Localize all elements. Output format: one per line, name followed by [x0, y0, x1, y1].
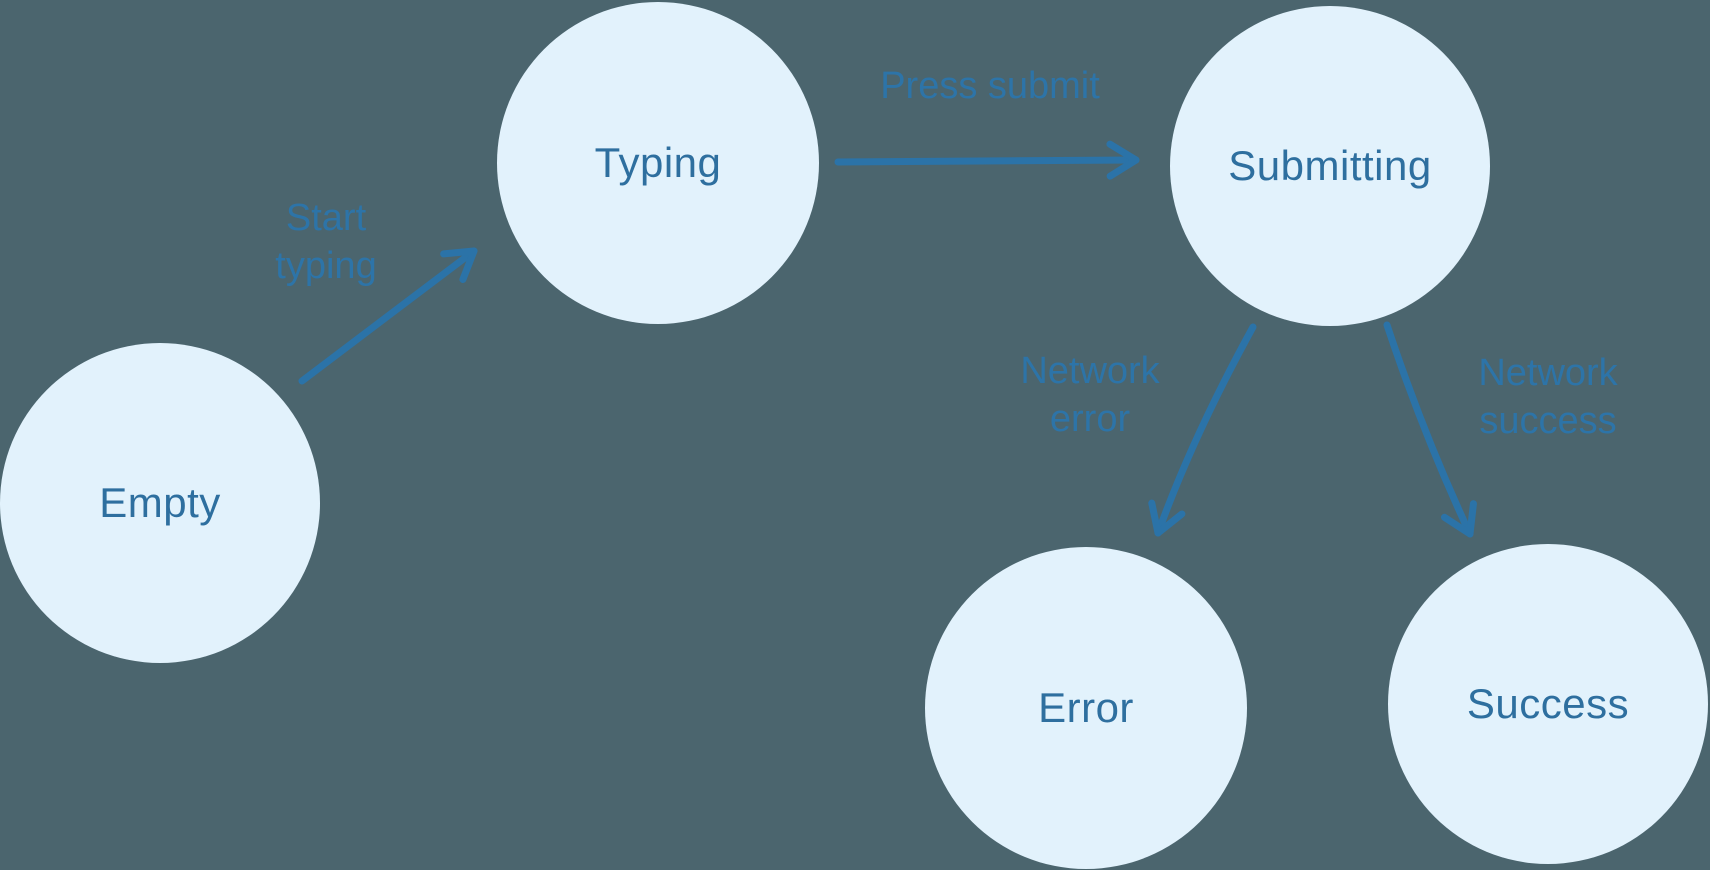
- state-node-success-label: Success: [1466, 680, 1630, 727]
- state-node-typing: Typing: [497, 2, 819, 324]
- edge-label-network-success-line1: Network: [1478, 352, 1618, 394]
- edge-label-start-typing-line2: typing: [275, 245, 377, 287]
- edge-label-network-success-line2: success: [1479, 400, 1617, 442]
- state-node-submitting: Submitting: [1170, 6, 1490, 326]
- edge-label-network-error-line2: error: [1049, 398, 1131, 440]
- state-node-error-label: Error: [1038, 684, 1134, 731]
- edge-label-press-submit: Press submit: [880, 62, 1100, 110]
- edge-label-network-error-line1: Network: [1020, 350, 1160, 392]
- edge-press-submit-arrow: [834, 140, 1140, 180]
- edge-network-error-arrow: [1148, 323, 1257, 537]
- edge-label-network-error: Network error: [1020, 347, 1159, 443]
- state-node-error: Error: [925, 547, 1247, 869]
- edge-label-press-submit-line1: Press submit: [880, 65, 1100, 107]
- edge-label-network-success: Network success: [1478, 349, 1617, 445]
- edge-network-success-arrow: [1383, 321, 1477, 538]
- state-node-success: Success: [1388, 544, 1708, 864]
- edge-label-start-typing-line1: Start: [285, 197, 367, 239]
- state-node-empty: Empty: [0, 343, 320, 663]
- edge-label-start-typing: Start typing: [275, 194, 376, 290]
- state-node-typing-label: Typing: [594, 139, 722, 186]
- state-node-submitting-label: Submitting: [1228, 142, 1432, 189]
- state-node-empty-label: Empty: [99, 479, 221, 526]
